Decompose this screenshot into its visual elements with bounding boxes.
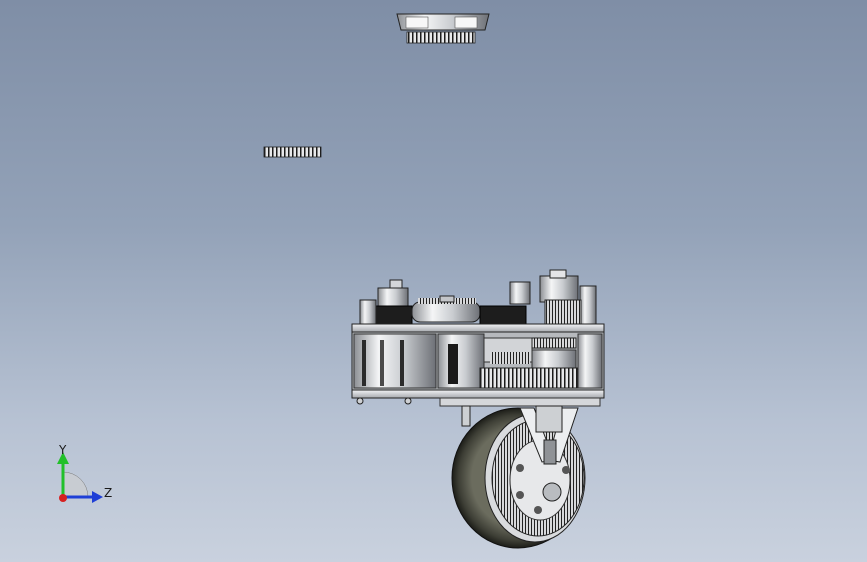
caster-wheel[interactable]: [451, 405, 586, 549]
y-axis-label: Y: [59, 443, 67, 457]
coordinate-triad: [57, 452, 103, 503]
floating-gear-top[interactable]: [396, 13, 490, 44]
floating-spur-gear[interactable]: [263, 146, 322, 158]
z-axis-label: Z: [104, 486, 113, 500]
gearbox-assembly[interactable]: [351, 269, 605, 407]
